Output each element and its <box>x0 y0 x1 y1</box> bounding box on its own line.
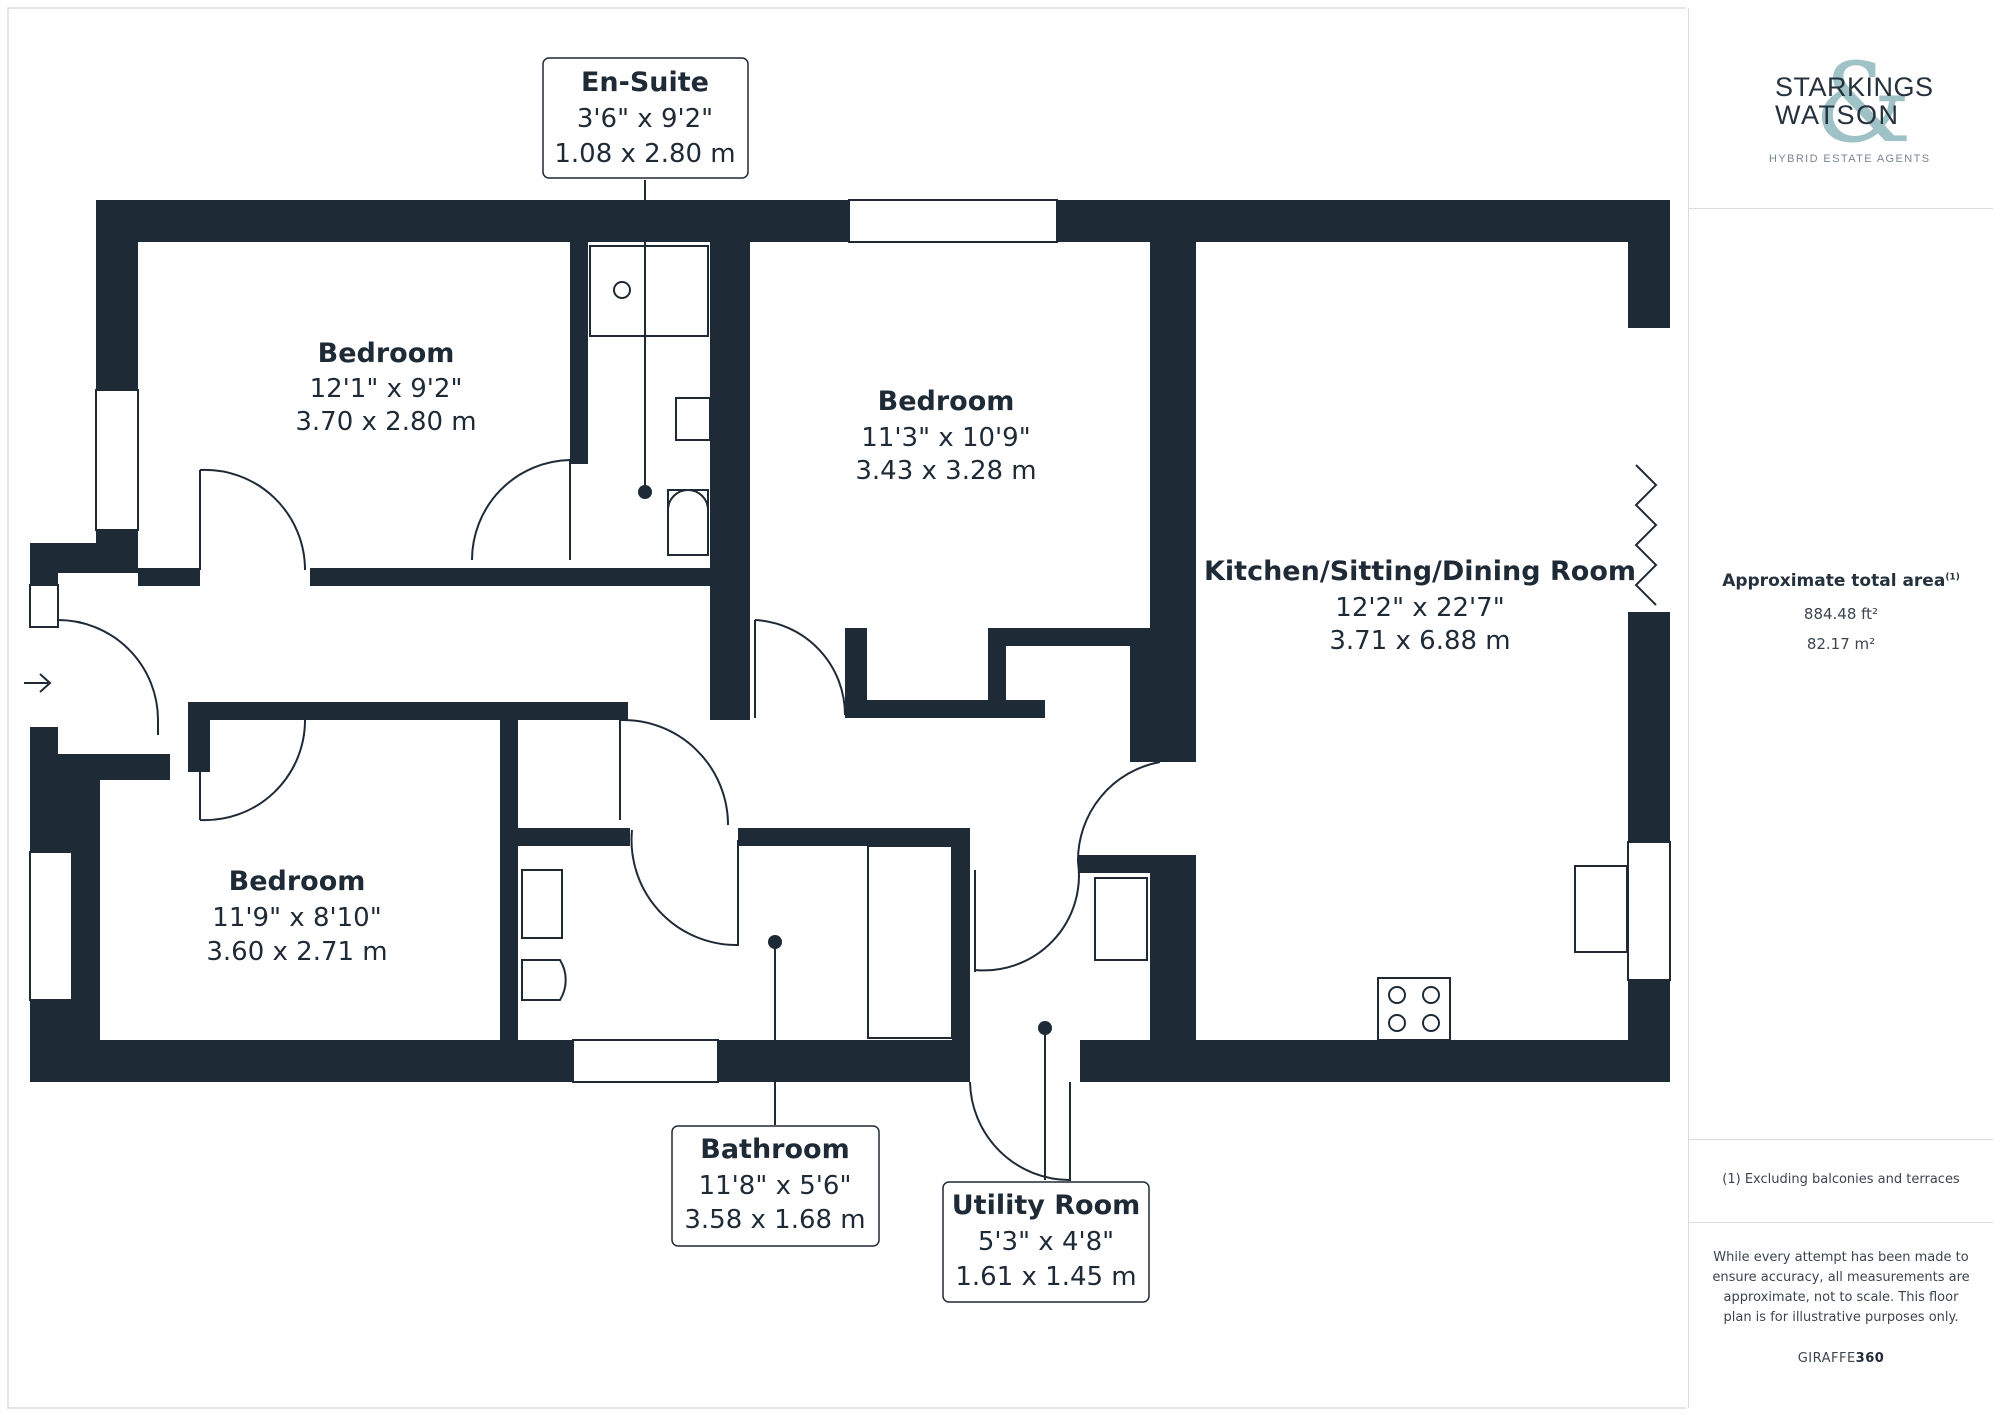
room-size-metric-bedroom2: 3.43 x 3.28 m <box>855 456 1036 486</box>
brand-prefix: GIRAFFE <box>1797 1351 1856 1366</box>
sink-icon <box>675 397 711 441</box>
toilet-icon <box>521 959 567 1001</box>
room-name-utility: Utility Room <box>952 1190 1141 1221</box>
hob-icon <box>1377 977 1451 1041</box>
room-size-imperial-bathroom: 11'8" x 5'6" <box>699 1171 852 1201</box>
disclaimer-text: While every attempt has been made to ens… <box>1712 1250 1970 1325</box>
floor-plan: Bedroom 12'1" x 9'2" 3.70 x 2.80 m En-Su… <box>7 7 1686 1409</box>
room-size-imperial-utility: 5'3" x 4'8" <box>978 1227 1114 1257</box>
footnote-text: (1) Excluding balconies and terraces <box>1722 1172 1960 1187</box>
logo-line1: STARKINGS <box>1775 72 1934 102</box>
utility-label-box <box>942 1181 1150 1303</box>
room-size-imperial-bedroom3: 11'9" x 8'10" <box>212 903 381 933</box>
sink-icon <box>521 869 563 939</box>
room-name-bedroom3: Bedroom <box>229 866 366 897</box>
door-swing <box>199 719 307 822</box>
room-name-bedroom2: Bedroom <box>878 386 1015 417</box>
room-name-bathroom: Bathroom <box>700 1134 849 1165</box>
info-panel: & STARKINGS WATSON HYBRID ESTATE AGENTS … <box>1688 8 1993 1408</box>
room-size-metric-ensuite: 1.08 x 2.80 m <box>554 139 735 169</box>
logo-tagline: HYBRID ESTATE AGENTS <box>1769 153 1931 165</box>
logo-ampersand: & <box>1814 39 1912 167</box>
bathroom-label-box <box>671 1125 880 1247</box>
room-size-imperial-kitchen: 12'2" x 22'7" <box>1335 593 1504 623</box>
shower-icon <box>589 245 709 337</box>
area-title-text: Approximate total area <box>1722 571 1946 591</box>
room-size-imperial-ensuite: 3'6" x 9'2" <box>577 104 713 134</box>
room-name-bedroom1: Bedroom <box>318 338 455 369</box>
door-swing <box>630 829 739 947</box>
door-swing <box>199 468 307 571</box>
ensuite-label-box <box>542 57 749 179</box>
utility-marker-dot <box>1038 1021 1052 1035</box>
door-swing <box>619 718 729 826</box>
bath-icon <box>867 845 953 1039</box>
area-title: Approximate total area(1) <box>1689 571 1993 591</box>
room-size-metric-bathroom: 3.58 x 1.68 m <box>684 1205 865 1235</box>
area-sq-ft: 884.48 ft² <box>1803 605 1879 623</box>
room-size-imperial-bedroom1: 12'1" x 9'2" <box>310 374 463 404</box>
brand-suffix: 360 <box>1855 1351 1885 1366</box>
door-swing <box>1076 761 1161 863</box>
giraffe360-brand: GIRAFFE360 <box>1689 1351 1993 1366</box>
room-name-ensuite: En-Suite <box>581 67 709 98</box>
room-name-kitchen: Kitchen/Sitting/Dining Room <box>1204 556 1636 587</box>
bifold-door <box>1634 464 1658 606</box>
bathroom-marker-dot <box>768 935 782 949</box>
door-swing <box>754 619 847 718</box>
door-swing <box>471 458 571 561</box>
door-swing <box>974 861 1080 972</box>
room-size-metric-utility: 1.61 x 1.45 m <box>955 1262 1136 1292</box>
area-title-note: (1) <box>1945 572 1960 583</box>
page-frame <box>7 7 1686 1409</box>
footnote-block: (1) Excluding balconies and terraces <box>1689 1139 1993 1223</box>
room-size-imperial-bedroom2: 11'3" x 10'9" <box>861 423 1030 453</box>
shower-head-icon <box>613 281 631 299</box>
walls <box>30 200 1670 1082</box>
room-size-metric-bedroom1: 3.70 x 2.80 m <box>295 407 476 437</box>
door-swing <box>57 619 159 735</box>
agent-logo: & STARKINGS WATSON HYBRID ESTATE AGENTS <box>1689 8 1993 209</box>
entrance-arrow-icon <box>24 673 52 693</box>
windows <box>29 199 1671 1083</box>
logo-line2: WATSON <box>1775 100 1900 130</box>
logo-wordmark: STARKINGS WATSON <box>1775 73 1934 129</box>
door-swing <box>969 1081 1071 1182</box>
sink-icon <box>1574 865 1628 953</box>
room-size-metric-bedroom3: 3.60 x 2.71 m <box>206 937 387 967</box>
toilet-icon <box>667 489 709 556</box>
sink-icon <box>1094 877 1148 961</box>
area-sq-m: 82.17 m² <box>1806 635 1876 653</box>
ensuite-marker-dot <box>638 485 652 499</box>
room-size-metric-kitchen: 3.71 x 6.88 m <box>1329 626 1510 656</box>
